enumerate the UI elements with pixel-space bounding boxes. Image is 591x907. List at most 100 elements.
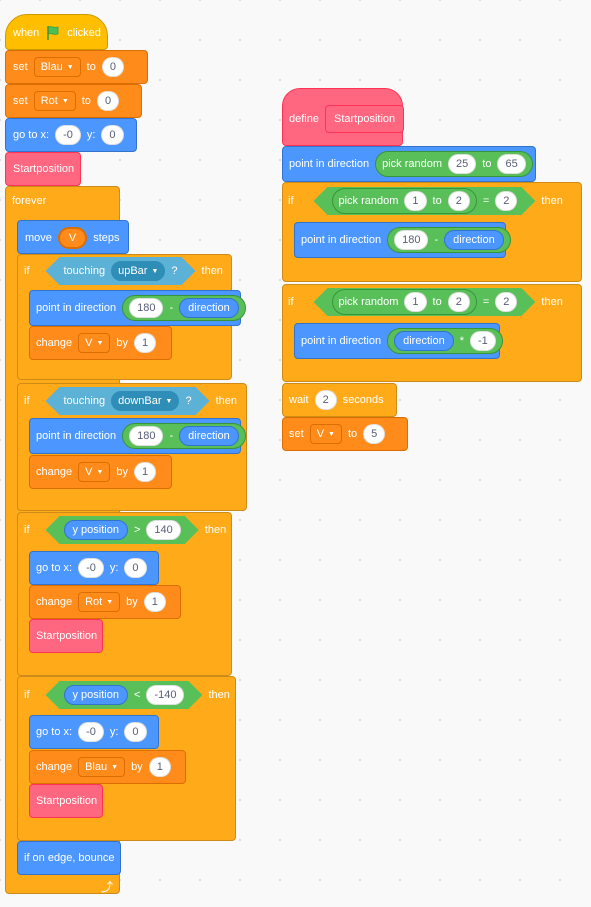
set-variable-block[interactable]: set Rot▼ to 0 — [5, 84, 142, 118]
point-in-direction-block[interactable]: point in direction 180 - direction — [29, 418, 246, 454]
caret-down-icon: ▼ — [61, 97, 69, 105]
go-to-xy-block[interactable]: go to x: -0 y: 0 — [29, 715, 159, 749]
to-label: to — [81, 95, 91, 107]
change-variable-block[interactable]: change Rot▼ by 1 — [29, 585, 181, 619]
go-to-xy-block[interactable]: go to x: -0 y: 0 — [29, 551, 159, 585]
variable-dropdown[interactable]: V▼ — [78, 462, 111, 482]
custom-block-prototype[interactable]: Startposition — [324, 105, 405, 133]
minus-sign: - — [169, 302, 174, 314]
direction-reporter[interactable]: direction — [179, 426, 239, 446]
value-input[interactable]: 1 — [143, 592, 166, 612]
change-variable-block[interactable]: change V▼ by 1 — [29, 455, 172, 489]
to-label: to — [482, 158, 492, 170]
y-input[interactable]: 0 — [124, 558, 147, 578]
wait-label: wait — [289, 394, 309, 406]
startposition-call-block[interactable]: Startposition — [29, 619, 103, 653]
touching-condition[interactable]: touching upBar▼ ? — [46, 257, 196, 285]
set-variable-block[interactable]: set V▼ to 5 — [282, 417, 408, 451]
equals-condition[interactable]: pick random 1 to 2 = 2 — [314, 187, 536, 215]
subtract-operator[interactable]: 180 - direction — [122, 295, 246, 321]
direction-reporter[interactable]: direction — [179, 298, 239, 318]
value-input[interactable]: 140 — [146, 520, 180, 540]
value-input[interactable]: 5 — [363, 424, 386, 444]
equals-condition[interactable]: pick random 1 to 2 = 2 — [314, 288, 536, 316]
variable-dropdown[interactable]: Blau▼ — [33, 57, 81, 77]
if-label: if — [288, 296, 294, 308]
number-input[interactable]: 180 — [129, 298, 164, 318]
variable-reporter[interactable]: V — [57, 227, 88, 249]
value-input[interactable]: 1 — [148, 757, 171, 777]
variable-dropdown[interactable]: Rot▼ — [33, 91, 76, 111]
variable-dropdown[interactable]: V▼ — [309, 424, 342, 444]
change-label: change — [36, 761, 73, 773]
direction-reporter[interactable]: direction — [394, 331, 454, 351]
seconds-input[interactable]: 2 — [314, 390, 337, 410]
caret-down-icon: ▼ — [106, 598, 114, 606]
value-input[interactable]: 0 — [96, 91, 120, 111]
pick-random-operator[interactable]: pick random 1 to 2 — [332, 188, 477, 214]
point-in-direction-block[interactable]: point in direction direction * -1 — [294, 323, 503, 359]
direction-reporter[interactable]: direction — [444, 230, 504, 250]
from-input[interactable]: 25 — [448, 154, 477, 174]
value-input[interactable]: 0 — [101, 57, 124, 77]
go-to-xy-block[interactable]: go to x: -0 y: 0 — [5, 118, 137, 152]
startposition-call-block[interactable]: Startposition — [5, 152, 81, 186]
set-variable-block[interactable]: set Blau▼ to 0 — [5, 50, 148, 84]
y-position-reporter[interactable]: y position — [64, 685, 128, 705]
change-variable-block[interactable]: change Blau▼ by 1 — [29, 750, 186, 784]
value-input[interactable]: -140 — [146, 685, 184, 705]
to-input[interactable]: 2 — [448, 292, 470, 312]
touching-condition[interactable]: touching downBar▼ ? — [46, 387, 210, 415]
from-input[interactable]: 1 — [404, 191, 426, 211]
variable-dropdown[interactable]: Rot▼ — [78, 592, 121, 612]
change-variable-block[interactable]: change V▼ by 1 — [29, 326, 172, 360]
variable-dropdown[interactable]: V▼ — [78, 333, 111, 353]
touching-label: touching — [63, 395, 106, 407]
number-input[interactable]: 180 — [394, 230, 429, 250]
from-input[interactable]: 1 — [404, 292, 426, 312]
number-input[interactable]: 180 — [129, 426, 164, 446]
multiply-sign: * — [459, 335, 464, 347]
value-input[interactable]: 1 — [134, 333, 157, 353]
if-on-edge-bounce-block[interactable]: if on edge, bounce — [17, 841, 121, 875]
define-block[interactable]: define Startposition — [282, 88, 405, 146]
subtract-operator[interactable]: 180 - direction — [122, 423, 246, 449]
y-position-reporter[interactable]: y position — [64, 520, 128, 540]
question-mark: ? — [171, 265, 178, 277]
point-in-direction-block[interactable]: point in direction 180 - direction — [294, 222, 511, 258]
value-input[interactable]: 2 — [495, 292, 517, 312]
to-label: to — [347, 428, 358, 440]
y-input[interactable]: 0 — [124, 722, 147, 742]
pick-random-operator[interactable]: pick random 1 to 2 — [332, 289, 477, 315]
multiply-operator[interactable]: direction * -1 — [387, 328, 503, 354]
to-input[interactable]: 65 — [497, 154, 526, 174]
touching-target-dropdown[interactable]: upBar▼ — [111, 261, 165, 281]
pick-random-label: pick random — [382, 158, 443, 170]
wait-block[interactable]: wait 2 seconds — [282, 383, 397, 417]
subtract-operator[interactable]: 180 - direction — [387, 227, 511, 253]
variable-dropdown[interactable]: Blau▼ — [78, 757, 126, 777]
move-steps-block[interactable]: move V steps — [17, 220, 129, 254]
y-input[interactable]: 0 — [101, 125, 124, 145]
then-label: then — [541, 296, 563, 308]
point-in-direction-block[interactable]: point in direction 180 - direction — [29, 290, 246, 326]
point-in-direction-block[interactable]: point in direction pick random 25 to 65 — [282, 146, 536, 182]
value-input[interactable]: -1 — [469, 331, 496, 351]
startposition-label: Startposition — [36, 795, 98, 807]
startposition-call-block[interactable]: Startposition — [29, 784, 103, 818]
value-input[interactable]: 2 — [495, 191, 517, 211]
caret-down-icon: ▼ — [96, 339, 104, 347]
less-than-condition[interactable]: y position < -140 — [46, 681, 203, 709]
pick-random-operator[interactable]: pick random 25 to 65 — [375, 151, 533, 177]
x-input[interactable]: -0 — [55, 125, 81, 145]
x-input[interactable]: -0 — [78, 722, 104, 742]
to-input[interactable]: 2 — [448, 191, 470, 211]
clicked-label: clicked — [67, 27, 101, 39]
y-label: y: — [109, 726, 119, 738]
if-label: if — [288, 195, 294, 207]
touching-target-dropdown[interactable]: downBar▼ — [111, 391, 179, 411]
x-input[interactable]: -0 — [78, 558, 104, 578]
value-input[interactable]: 1 — [134, 462, 157, 482]
when-flag-clicked-block[interactable]: when clicked — [5, 14, 108, 50]
greater-than-condition[interactable]: y position > 140 — [46, 516, 199, 544]
